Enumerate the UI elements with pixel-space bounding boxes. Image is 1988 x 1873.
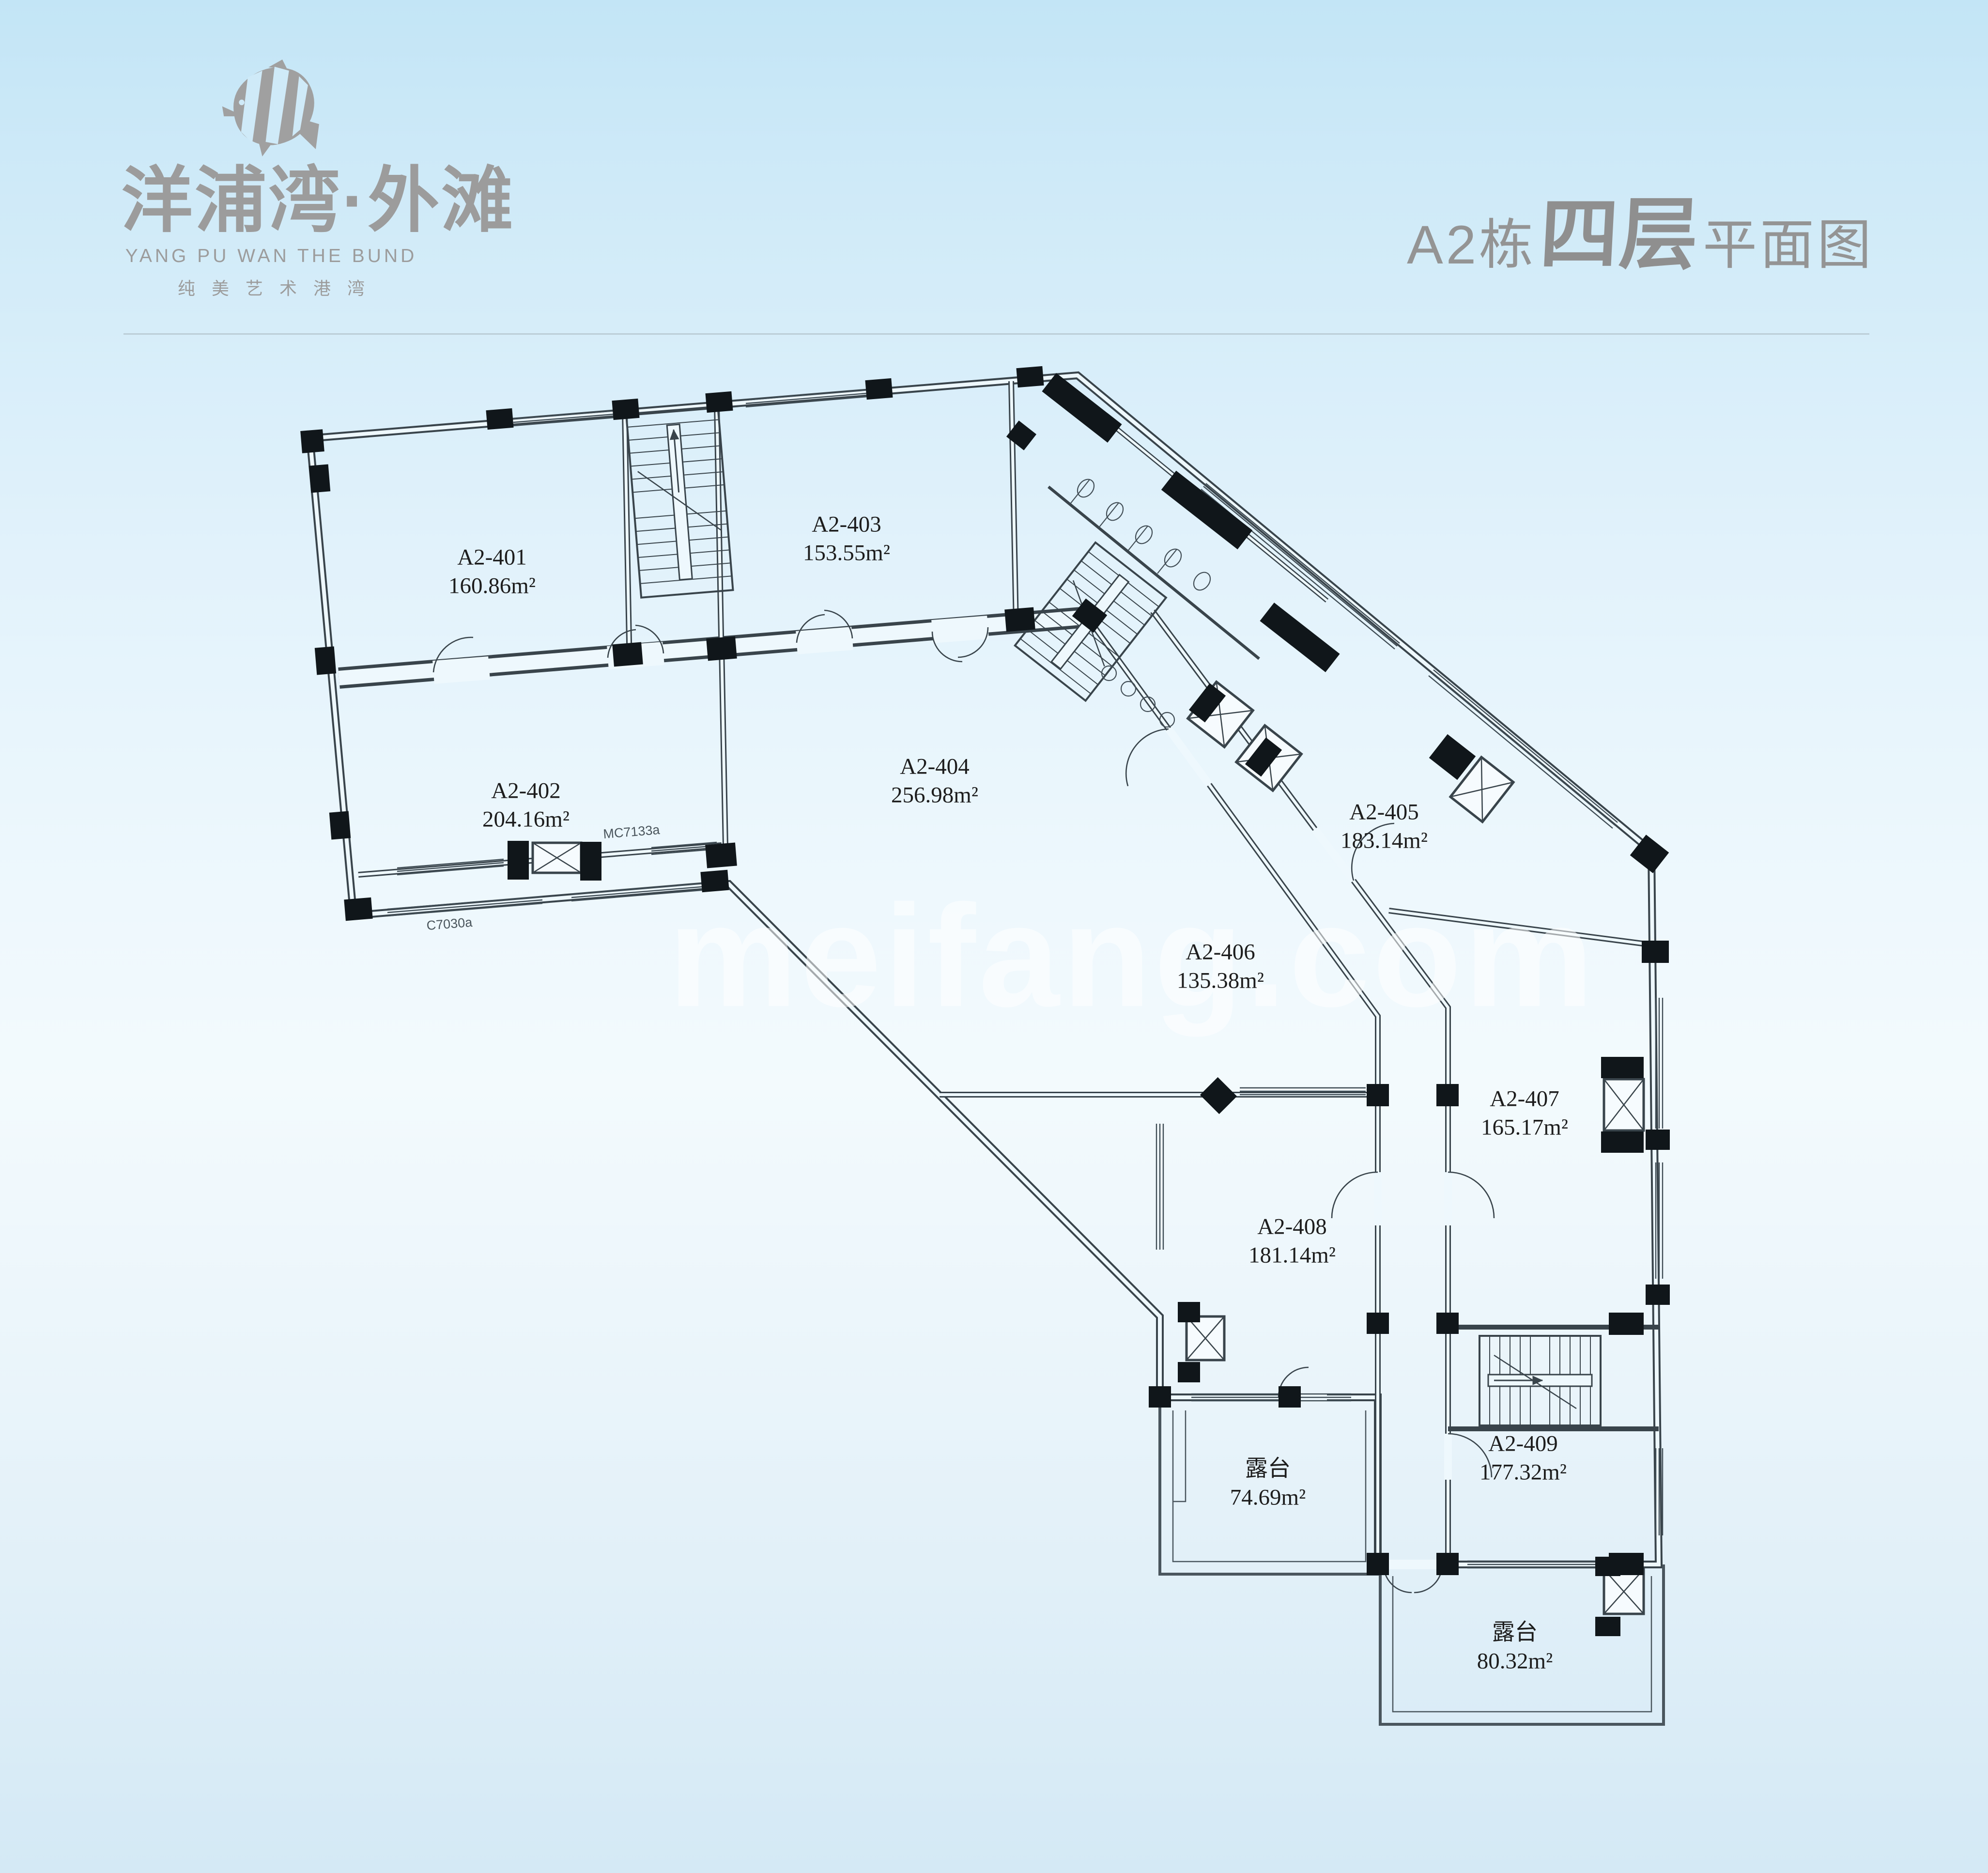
room-label: A2-405 183.14m² [1341, 798, 1428, 855]
structural-columns [300, 366, 1670, 1636]
elevator-icon [531, 841, 583, 874]
room-label: A2-403 153.55m² [803, 510, 890, 567]
room-label: 露台 74.69m² [1230, 1455, 1306, 1512]
elevator-icon [1185, 1315, 1226, 1362]
room-area: 160.86m² [448, 573, 536, 598]
terrace-80-outline [1379, 1564, 1665, 1726]
logo-slogan: 纯美艺术港湾 [177, 279, 381, 298]
tropical-fish-icon [222, 59, 319, 156]
room-area: 153.55m² [803, 540, 890, 565]
staircase-lower [1479, 1335, 1602, 1426]
page-title: A2栋 四层 平面图 [1407, 191, 1874, 279]
room-id: A2-407 [1490, 1086, 1559, 1112]
room-area: 135.38m² [1177, 968, 1264, 993]
room-id: A2-408 [1257, 1214, 1327, 1239]
room-label: A2-402 204.16m² [482, 776, 570, 834]
door-arcs [432, 609, 1495, 1594]
title-building: A2栋 [1407, 214, 1536, 275]
room-id: A2-409 [1488, 1431, 1558, 1456]
staircase-upper [625, 405, 734, 599]
elevator-icon [1449, 755, 1515, 824]
room-area: 183.14m² [1341, 828, 1428, 853]
title-suffix: 平面图 [1703, 214, 1874, 275]
room-label: 露台 80.32m² [1477, 1618, 1553, 1675]
toilet-fixtures [1070, 479, 1211, 728]
room-area: 74.69m² [1230, 1485, 1306, 1510]
room-label: A2-404 256.98m² [891, 752, 978, 809]
room-id: 露台 [1492, 1620, 1538, 1645]
header-divider-line [123, 333, 1869, 335]
room-id: 露台 [1245, 1456, 1291, 1482]
room-id: A2-405 [1349, 799, 1419, 825]
room-area: 204.16m² [482, 806, 570, 832]
room-area: 181.14m² [1248, 1242, 1336, 1268]
room-id: A2-402 [491, 778, 561, 804]
room-id: A2-401 [457, 544, 527, 570]
room-area: 80.32m² [1477, 1648, 1553, 1673]
room-id: A2-403 [812, 511, 881, 537]
room-label: A2-406 135.38m² [1177, 938, 1264, 995]
elevators [531, 680, 1645, 1615]
room-label: A2-408 181.14m² [1248, 1212, 1336, 1269]
windows [387, 389, 1664, 1569]
inner-walls [338, 381, 1659, 1564]
room-area: 256.98m² [891, 782, 978, 807]
room-id: A2-406 [1186, 939, 1255, 965]
elevator-icon [1603, 1568, 1645, 1615]
elevator-icon [1603, 1078, 1645, 1132]
room-label: A2-401 160.86m² [448, 543, 536, 600]
room-id: A2-404 [900, 754, 970, 779]
room-label: A2-409 177.32m² [1479, 1429, 1567, 1486]
logo-english-name: YANG PU WAN THE BUND [125, 246, 417, 266]
room-area: 177.32m² [1479, 1459, 1567, 1485]
room-area: 165.17m² [1481, 1115, 1568, 1140]
room-label: A2-407 165.17m² [1481, 1084, 1568, 1142]
